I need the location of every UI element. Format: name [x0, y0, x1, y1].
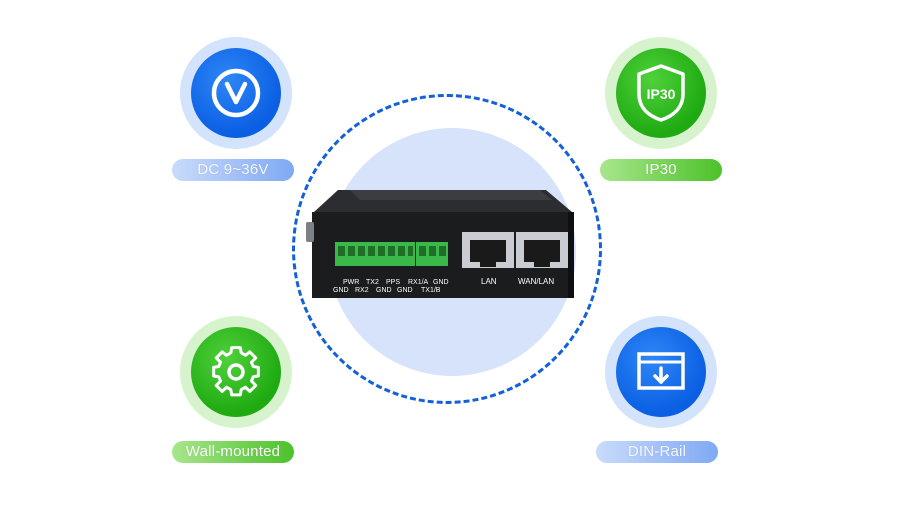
- volt-icon: [211, 68, 261, 118]
- download-box-icon: [637, 352, 685, 390]
- terminal-label-gnd-1: GND: [333, 287, 349, 294]
- terminal-label-gnd-2: GND: [376, 287, 392, 294]
- shield-badge-text: IP30: [647, 86, 676, 102]
- feature-ip30-circle: IP30: [605, 37, 717, 149]
- terminal-label-pwr: PWR: [343, 279, 360, 286]
- feature-din-inner: [616, 327, 706, 417]
- feature-wall-inner: [191, 327, 281, 417]
- feature-dc-label: DC 9~36V: [197, 161, 269, 178]
- terminal-label-gnd-top: GND: [433, 279, 449, 286]
- router-device: PWR TX2 PPS RX1/A GND GND RX2 GND GND TX…: [300, 180, 590, 305]
- feature-din-label: DIN-Rail: [627, 443, 687, 460]
- terminal-label-tx2: TX2: [366, 279, 379, 286]
- port-label-wan: WAN/LAN: [518, 277, 555, 286]
- port-label-lan: LAN: [481, 277, 497, 286]
- shield-icon: IP30: [637, 64, 685, 122]
- feature-din-label-pill: DIN-Rail: [596, 441, 718, 463]
- router-device-image: [306, 190, 574, 298]
- feature-din-circle: [605, 316, 717, 428]
- feature-wall-label-pill: Wall-mounted: [172, 441, 294, 463]
- terminal-label-tx1b: TX1/B: [421, 287, 441, 294]
- feature-ip30-label: IP30: [645, 161, 677, 178]
- feature-dc-circle: [180, 37, 292, 149]
- gear-icon: [212, 346, 260, 397]
- terminal-label-gnd-3: GND: [397, 287, 413, 294]
- terminal-label-rx1a: RX1/A: [408, 279, 429, 286]
- product-dashed-ring: [292, 94, 602, 404]
- feature-dc-label-pill: DC 9~36V: [172, 159, 294, 181]
- feature-wall-circle: [180, 316, 292, 428]
- feature-ip30-inner: IP30: [616, 48, 706, 138]
- terminal-label-rx2: RX2: [355, 287, 369, 294]
- terminal-label-pps: PPS: [386, 279, 401, 286]
- feature-ip30-label-pill: IP30: [600, 159, 722, 181]
- feature-dc-inner: [191, 48, 281, 138]
- feature-wall-label: Wall-mounted: [185, 443, 281, 460]
